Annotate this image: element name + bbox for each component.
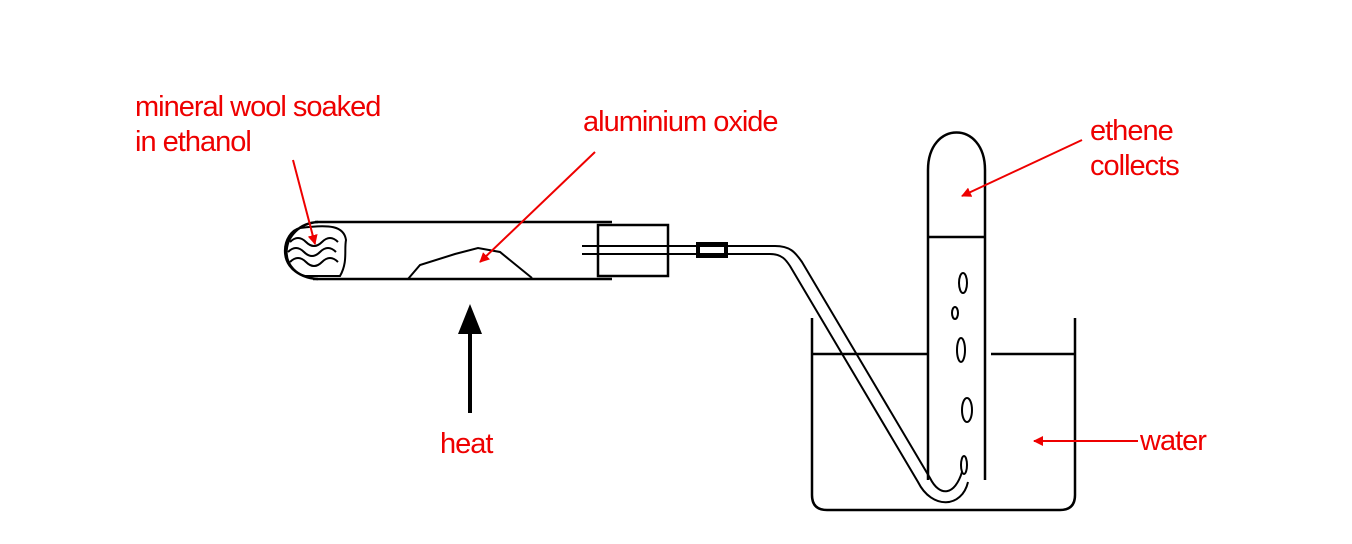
label-ethene-collects: ethene collects [1090,114,1180,184]
label-water: water [1140,425,1207,457]
label-mineral-wool: mineral wool soaked in ethanol [135,90,381,160]
label-line: ethene [1090,115,1174,147]
mineral-wool [283,225,348,277]
alumina-arrow [479,151,596,263]
delivery-tube [582,245,969,504]
label-line: collects [1090,150,1180,182]
collecting-tube [926,131,987,480]
label-heat: heat [440,428,493,460]
beaker [810,318,1077,512]
gas-bubbles [951,272,973,475]
heat-arrow [458,304,482,413]
aluminium-oxide-mound [407,246,533,280]
wool-arrow [292,159,318,245]
label-aluminium-oxide: aluminium oxide [583,106,779,138]
label-line: mineral wool soaked [135,91,381,123]
label-line: in ethanol [135,126,252,158]
ethene-arrow [961,139,1083,197]
stopper [596,223,670,278]
